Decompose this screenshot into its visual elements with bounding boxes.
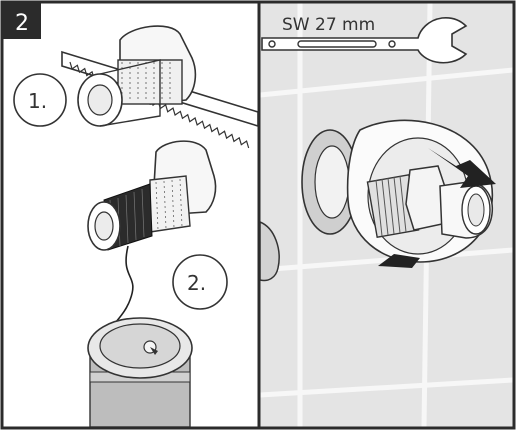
substep-1-badge: 1. <box>13 73 67 127</box>
wall-fitting <box>301 119 494 263</box>
wrench-icon <box>261 17 468 64</box>
thread-lines <box>375 175 407 237</box>
fitting-sealed <box>87 140 217 353</box>
substep-2-label: 2. <box>187 271 206 295</box>
step-number: 2 <box>15 11 29 36</box>
fitting-roughen <box>77 25 197 127</box>
step-badge: 2 <box>3 3 41 39</box>
wrench-size-label: SW 27 mm <box>282 15 375 35</box>
rotation-arrow-icon <box>378 148 496 268</box>
thread-dots <box>121 62 171 102</box>
substep-1-label: 1. <box>28 89 47 113</box>
substep-2-badge: 2. <box>172 254 228 310</box>
sealing-thread-can-icon <box>87 317 193 428</box>
